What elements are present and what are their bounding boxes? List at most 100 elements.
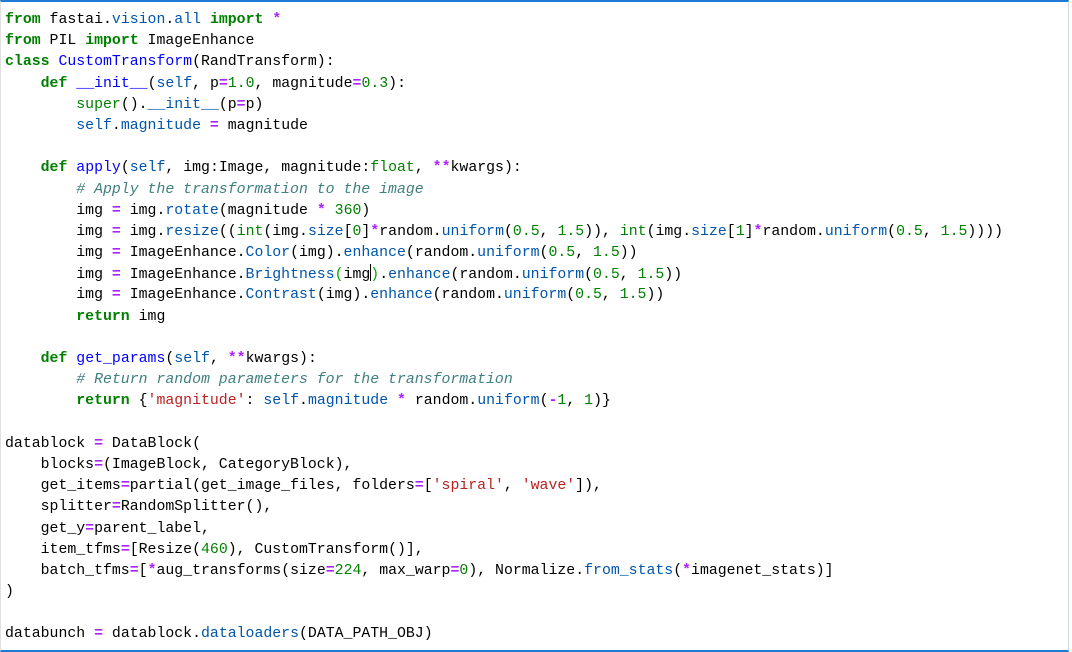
code-token: = [209, 117, 219, 134]
code-token: ( [334, 267, 344, 284]
code-token [5, 97, 76, 113]
code-token: = [111, 245, 121, 262]
code-token: 0 [459, 562, 469, 579]
code-token: ) [370, 267, 380, 284]
code-token: [ [138, 562, 148, 579]
code-token: from [5, 12, 41, 28]
code-token: (img). [316, 287, 371, 304]
code-editor[interactable]: from fastai.vision.all import *from PIL … [5, 10, 1003, 646]
code-token: ( [120, 160, 130, 177]
code-token [5, 393, 76, 409]
code-token: (magnitude [218, 202, 317, 219]
code-token: )), [584, 223, 620, 240]
code-token: 'magnitude' [147, 393, 246, 410]
code-token: item_tfms [5, 541, 121, 558]
code-token: ) [5, 584, 14, 601]
code-token: ( [539, 245, 549, 262]
code-token: batch_tfms [5, 562, 130, 579]
code-token: p) [245, 96, 264, 113]
code-token: img. [120, 223, 166, 240]
code-token [67, 76, 76, 92]
code-line: from fastai.vision.all import * [5, 10, 1003, 31]
code-token: )) [664, 267, 683, 284]
code-token: )} [593, 393, 611, 410]
code-token [5, 160, 41, 176]
code-token: magnitude [120, 117, 201, 134]
code-line: def get_params(self, **kwargs): [5, 349, 1003, 370]
code-line: img = ImageEnhance.Contrast(img).enhance… [5, 285, 1003, 306]
code-token: from [5, 33, 41, 50]
code-token: , [414, 160, 433, 177]
code-token: def [40, 160, 68, 177]
code-token: ) [361, 202, 371, 219]
code-token: ] [361, 223, 371, 240]
code-token: size [307, 223, 344, 240]
code-token: datablock. [103, 626, 201, 643]
code-token: , img:Image, magnitude: [165, 160, 371, 177]
code-token [5, 182, 76, 198]
code-token: = [352, 75, 362, 92]
code-token [5, 76, 41, 92]
code-token: , [503, 478, 522, 495]
code-token [5, 309, 76, 325]
code-token: imagenet_stats)] [691, 562, 834, 579]
code-token [388, 393, 397, 409]
code-line: # Return random parameters for the trans… [5, 370, 1003, 391]
code-token: 0.5 [512, 223, 540, 240]
code-token: = [111, 202, 121, 219]
code-token: random. [405, 393, 478, 410]
code-token: ImageEnhance. [120, 287, 246, 304]
code-token: (random. [450, 267, 522, 284]
code-line: def __init__(self, p=1.0, magnitude=0.3)… [5, 74, 1003, 95]
code-token: = [111, 499, 121, 516]
code-token: int [236, 223, 264, 240]
code-token: = [111, 287, 121, 304]
code-token: (img. [263, 223, 308, 240]
code-token: img. [120, 202, 166, 219]
code-token: 360 [334, 202, 362, 219]
code-token: , [209, 351, 228, 367]
code-token: return [76, 393, 130, 410]
code-token: , [539, 223, 558, 240]
code-token: ( [673, 562, 683, 579]
code-token [5, 351, 41, 367]
code-token: img [5, 267, 112, 284]
code-token: from_stats [584, 562, 674, 579]
text-cursor [370, 264, 372, 282]
code-token: blocks [5, 456, 95, 473]
code-line: blocks=(ImageBlock, CategoryBlock), [5, 455, 1003, 476]
code-token: img [129, 308, 166, 325]
code-token: ]), [575, 478, 602, 495]
code-token: magnitude [307, 393, 389, 410]
code-token: (p [218, 96, 237, 113]
code-token: = [236, 96, 246, 113]
code-token: * [753, 223, 763, 240]
code-token: (img). [290, 245, 344, 262]
code-token [5, 372, 76, 388]
code-token: 1 [557, 393, 567, 410]
code-line: databunch = datablock.dataloaders(DATA_P… [5, 624, 1003, 645]
code-token: , magnitude [254, 75, 353, 92]
code-line: return img [5, 307, 1003, 328]
code-token: = [120, 541, 130, 558]
code-token: (img. [646, 223, 692, 240]
code-token: aug_transforms(size [156, 562, 326, 579]
code-token: , [575, 245, 594, 262]
code-token: enhance [343, 245, 406, 262]
code-token: = [414, 478, 424, 495]
code-token: get_items [5, 478, 121, 495]
code-token: 1.5 [557, 223, 585, 240]
code-token: 1 [735, 223, 745, 240]
code-token: { [129, 393, 148, 410]
code-token: ] [744, 223, 754, 240]
code-token: img [5, 245, 112, 262]
code-token [201, 12, 210, 28]
code-token: ( [503, 223, 513, 240]
code-token: ), CustomTransform()], [227, 541, 424, 558]
code-token: : [245, 393, 264, 410]
code-token: , max_warp [361, 562, 451, 579]
code-token: 0.5 [593, 267, 620, 284]
code-token: * [397, 393, 406, 410]
code-token: (DATA_PATH_OBJ) [299, 626, 433, 643]
